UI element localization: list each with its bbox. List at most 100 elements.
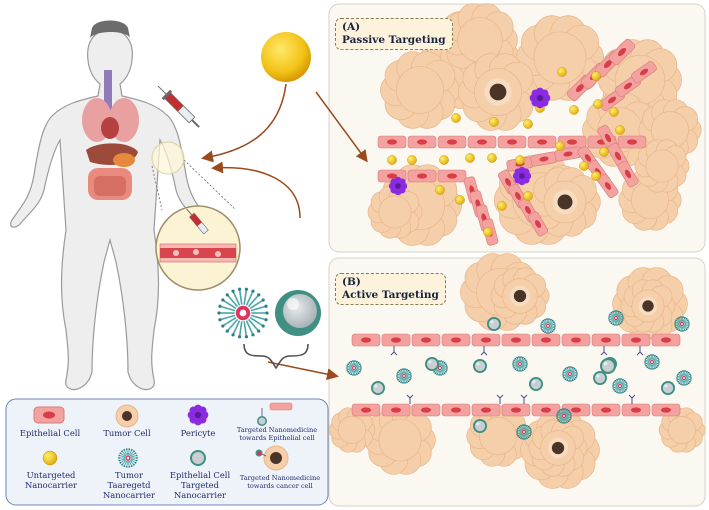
untargeted-nanocarrier [557,67,567,77]
tumor-cluster [529,167,601,237]
epithelial-cell [530,151,558,167]
epithelial-cell [531,403,561,417]
passive-targeting-label: (A) Passive Targeting [335,18,453,50]
untargeted-nanocarrier [609,107,619,117]
tumor-core [513,289,527,303]
receptor [390,346,398,356]
receptor [406,394,414,404]
brace-icon [243,343,309,370]
legend-targeted-cancer-label: Targeted Nanomedicine towards cancer cel… [239,474,321,490]
epithelial-cell [407,135,437,149]
untargeted-nanocarrier [593,99,603,109]
epithelial-cell [467,135,497,149]
untargeted-nanocarrier [591,71,601,81]
pericyte [388,176,408,196]
untargeted-nanocarrier [451,113,461,123]
focus-circle [151,141,185,175]
untargeted-nanocarrier [523,119,533,129]
untargeted-nanocarrier [487,153,497,163]
tumor-targeted-nanocarrier [217,287,269,339]
active-targeting-content [328,253,706,489]
epithelial-cell [561,333,591,347]
tumor-cluster [458,53,538,131]
epithelial-cell [617,135,647,149]
tumor-targeted-nanocarrier [516,424,532,440]
tumor-targeted-nanocarrier [540,318,556,334]
untargeted-nanocarrier [497,201,507,211]
tumor-cluster [528,419,588,477]
epithelial-cell [597,173,619,199]
legend-tumor-label: Tumor Cell [103,428,151,438]
tumor-targeted-nanocarrier [562,366,578,382]
untargeted-nanocarrier [599,147,609,157]
untargeted-nanocarrier [439,155,449,165]
tumor-cluster [367,185,423,239]
epithelial-targeted-nanocarrier [425,357,439,371]
epithelial-cell [441,403,471,417]
epithelial-cell [471,333,501,347]
epithelial-cell [557,135,587,149]
legend-pericyte-label: Pericyte [180,428,216,438]
sun-nanoparticle-icon [261,32,311,82]
legend-targeted-epithelial-label: Targeted Nanomedicine towards Epithelial… [236,426,318,442]
epithelial-targeted-nanocarrier [473,359,487,373]
receptor [520,394,528,404]
epithelial-cell [377,135,407,149]
untargeted-nanocarrier [435,185,445,195]
legend-tumor-targeted-icon [118,448,138,468]
legend-tumor-targeted-label: Tumor Taaregetd Nanocarrier [102,470,156,500]
organs-icon [82,70,139,200]
tumor-cluster [634,139,690,193]
epithelial-cell [351,403,381,417]
tumor-cluster [380,51,460,129]
epithelial-targeted-nanocarrier [661,381,675,395]
tumor-targeted-nanocarrier [676,370,692,386]
epithelial-cell [501,403,531,417]
untargeted-nanocarrier [489,117,499,127]
epithelial-targeted-nanocarrier [473,419,487,433]
untargeted-nanocarrier [579,161,589,171]
tumor-cluster [364,405,436,475]
epithelial-cell [411,403,441,417]
untargeted-nanocarrier [569,105,579,115]
active-letter: (B) [342,276,361,288]
tumor-cluster [490,267,550,325]
tumor-core [557,194,573,210]
untargeted-nanocarrier [407,155,417,165]
tumor-targeted-nanocarrier [612,378,628,394]
tumor-core [642,300,654,312]
passive-letter: (A) [342,21,361,33]
epithelial-targeted-nanocarrier [529,377,543,391]
tumor-targeted-nanocarrier [674,316,690,332]
epithelial-cell [381,333,411,347]
epithelial-cell [608,38,636,66]
epithelial-cell [501,333,531,347]
legend-epithelial-label: Epithelial Cell [19,428,81,438]
untargeted-nanocarrier [615,125,625,135]
untargeted-nanocarrier [523,191,533,201]
untargeted-nanocarrier [591,171,601,181]
epithelial-cell [527,135,557,149]
tumor-core [551,441,565,455]
tumor-core [489,83,507,101]
epithelial-targeted-nanocarrier [593,371,607,385]
epithelial-cell [437,135,467,149]
tumor-targeted-nanocarrier [346,360,362,376]
passive-title: Passive Targeting [342,34,446,46]
untargeted-nanocarrier [455,195,465,205]
arrow-to-body-2 [211,161,301,219]
legend-box [5,398,329,506]
receptor [480,346,488,356]
untargeted-nanocarrier [555,141,565,151]
passive-targeting-content [367,3,702,246]
untargeted-nanocarrier [515,155,525,165]
tumor-targeted-nanocarrier [396,368,412,384]
arrow-to-active [267,361,339,381]
arrow-to-body-1 [201,83,287,163]
untargeted-nanocarrier [387,155,397,165]
epithelial-cell [437,169,467,183]
epithelial-cell [471,403,501,417]
epithelial-cell [651,333,681,347]
tumor-cluster [658,407,706,453]
epithelial-cell [621,403,651,417]
